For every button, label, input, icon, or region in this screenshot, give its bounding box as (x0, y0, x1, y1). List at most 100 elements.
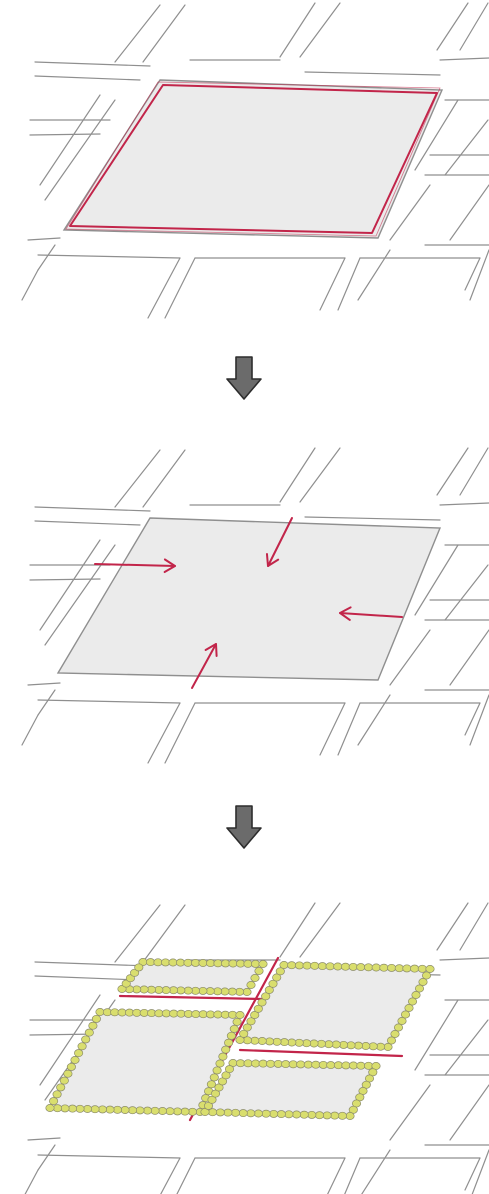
street-line (27, 237, 61, 241)
arrow-head-icon (204, 643, 218, 657)
tree-icon (56, 1083, 66, 1092)
street-line (299, 2, 341, 58)
street-line (389, 629, 431, 686)
street-line (34, 506, 151, 512)
street-line (34, 520, 141, 526)
tree-icon (400, 1010, 411, 1019)
street-line (344, 1157, 361, 1194)
tree-icon (333, 962, 343, 971)
tree-icon (250, 974, 260, 982)
tree-icon (243, 1059, 253, 1068)
tree-icon (296, 1060, 306, 1069)
street-line (436, 2, 469, 51)
tree-icon (258, 1059, 268, 1068)
tree-icon (135, 1106, 145, 1115)
street-line (279, 902, 316, 958)
tree-icon (363, 1061, 374, 1070)
tree-icon (168, 958, 178, 967)
tree-icon (379, 963, 389, 972)
tree-icon (257, 998, 267, 1007)
street-line (414, 999, 459, 1071)
street-line (279, 2, 316, 58)
tree-icon (325, 962, 335, 971)
tree-icon (82, 1105, 93, 1113)
tree-icon (243, 959, 253, 968)
tree-icon (172, 1107, 183, 1116)
tree-icon (207, 1095, 217, 1104)
tree-icon (205, 959, 216, 968)
tree-icon (242, 1023, 252, 1032)
tree-icon (45, 1104, 55, 1112)
tree-icon (235, 1036, 245, 1044)
tree-icon (59, 1076, 69, 1085)
street-line (34, 61, 151, 67)
tree-icon (246, 1017, 256, 1026)
tree-icon (356, 1061, 366, 1070)
street-line (114, 4, 161, 63)
tree-icon (337, 1111, 347, 1120)
street-line (37, 1154, 181, 1159)
tree-icon (75, 1104, 85, 1113)
street-line (142, 4, 186, 63)
tree-icon (223, 1108, 233, 1117)
tree-icon (206, 1080, 216, 1089)
tree-icon (145, 958, 156, 967)
street-line (361, 1149, 391, 1194)
tree-icon (253, 1004, 263, 1013)
street-line (464, 257, 481, 291)
tree-icon (224, 1038, 234, 1047)
tree-icon (276, 1110, 286, 1119)
down-arrow-icon (226, 356, 262, 400)
new-street-horizontal (118, 994, 264, 1001)
tree-icon (269, 1109, 279, 1118)
tree-icon (340, 962, 351, 971)
street-line (439, 57, 489, 61)
tree-icon (226, 1031, 236, 1040)
tree-icon (414, 984, 425, 993)
tree-icon (160, 958, 171, 967)
tree-icon (84, 1028, 94, 1037)
tree-icon (394, 964, 404, 973)
tree-icon (209, 1073, 219, 1082)
tree-icon (310, 961, 320, 970)
tree-icon (299, 1110, 309, 1119)
tree-icon (88, 1021, 98, 1030)
tree-icon (251, 1059, 261, 1068)
tree-icon (387, 963, 397, 972)
tree-icon (228, 959, 238, 968)
street-line (389, 1084, 431, 1141)
tree-icon (322, 1111, 332, 1120)
street-line (34, 75, 141, 81)
street-line (469, 694, 489, 746)
street-line (37, 244, 56, 271)
arrow-head-icon (163, 558, 176, 574)
tree-icon (314, 1111, 325, 1120)
city-block (62, 79, 444, 239)
tree-icon (356, 963, 366, 972)
street-line (299, 447, 341, 503)
tree-icon (215, 1059, 225, 1068)
tree-icon (49, 1097, 59, 1106)
tree-icon (258, 960, 268, 968)
down-arrow-shape (226, 805, 262, 849)
tree-icon (386, 1036, 397, 1045)
tree-icon (117, 985, 127, 993)
tree-icon (261, 992, 271, 1001)
street-line (304, 71, 441, 76)
tree-icon (288, 1060, 298, 1069)
tree-icon (425, 965, 435, 973)
tree-icon (121, 979, 131, 988)
tree-icon (218, 1052, 228, 1061)
tree-icon (246, 1109, 256, 1118)
street-line (304, 516, 441, 521)
street-line (39, 94, 101, 186)
street-line (464, 1157, 481, 1191)
tree-icon (165, 1107, 175, 1116)
tree-icon (229, 1024, 239, 1033)
block-boundary-outline (69, 84, 438, 234)
tree-icon (190, 958, 201, 967)
tree-icon (134, 963, 144, 972)
tree-icon (292, 1110, 302, 1119)
tree-icon (417, 964, 427, 973)
